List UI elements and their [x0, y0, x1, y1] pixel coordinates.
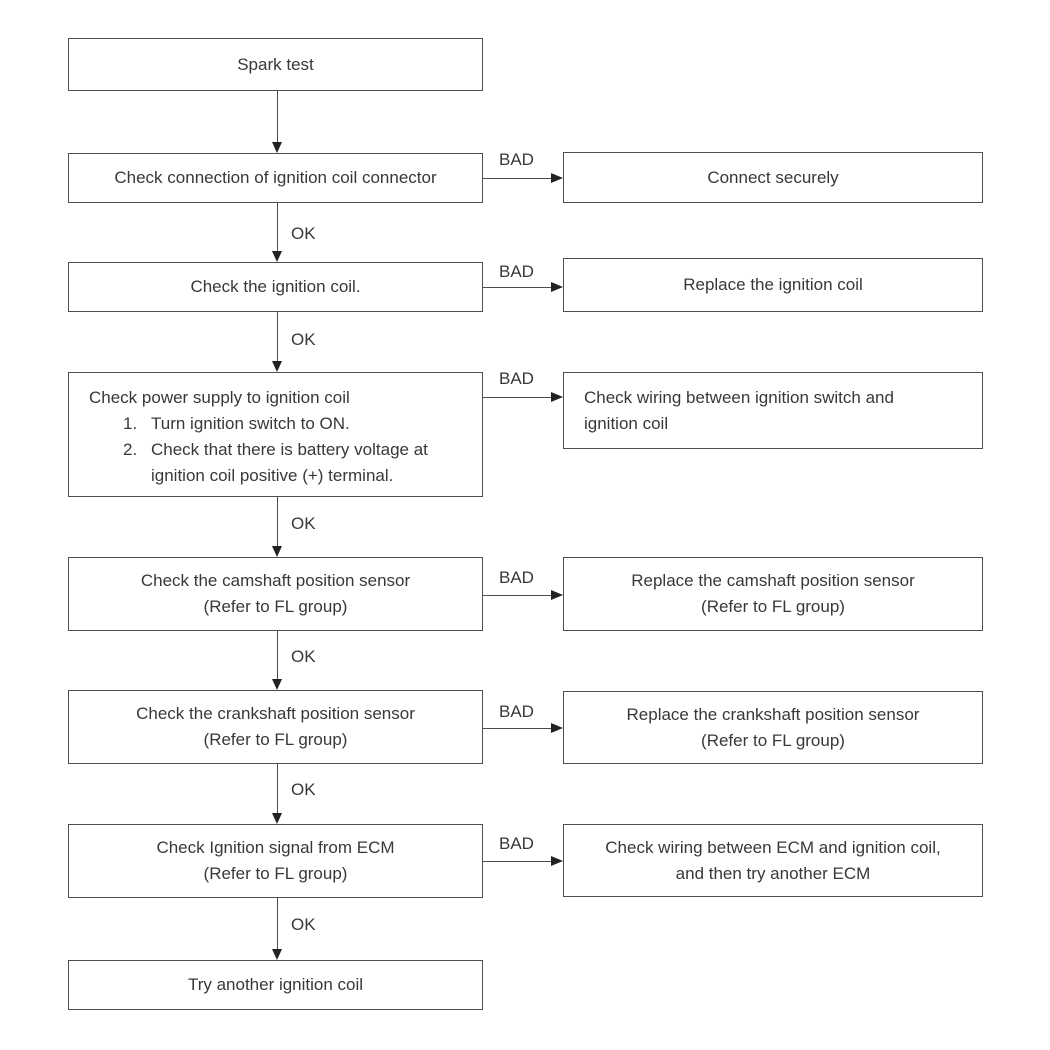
arrow-down-7 — [277, 898, 279, 949]
node-check-power-title: Check power supply to ignition coil — [89, 388, 350, 407]
node-check-ecm-signal-line1: Check Ignition signal from ECM — [156, 838, 395, 857]
arrow-down-3 — [277, 312, 279, 361]
bad-label-5: BAD — [499, 702, 534, 721]
node-replace-crankshaft-line1: Replace the crankshaft position sensor — [626, 704, 920, 724]
node-spark-test-label: Spark test — [237, 54, 314, 74]
node-connect-securely-label: Connect securely — [707, 167, 839, 187]
step-1-text: Turn ignition switch to ON. — [151, 414, 350, 433]
node-check-wiring-switch-label: Check wiring between ignition switch and… — [584, 387, 894, 433]
step-1: 1. Turn ignition switch to ON. — [123, 411, 350, 437]
node-check-power-supply: Check power supply to ignition coil 1. T… — [68, 372, 483, 497]
bad-label-1: BAD — [499, 150, 534, 169]
arrowhead-right-5-icon — [551, 723, 563, 733]
arrowhead-down-2-icon — [272, 251, 282, 262]
node-connect-securely: Connect securely — [563, 152, 983, 203]
node-replace-crankshaft: Replace the crankshaft position sensor (… — [563, 691, 983, 764]
node-check-camshaft: Check the camshaft position sensor (Refe… — [68, 557, 483, 631]
arrowhead-down-1-icon — [272, 142, 282, 153]
bad-arrow-1 — [483, 178, 552, 180]
bad-arrow-2 — [483, 287, 552, 289]
node-replace-camshaft-line2: (Refer to FL group) — [701, 597, 845, 616]
arrow-down-4 — [277, 497, 279, 546]
arrowhead-right-2-icon — [551, 282, 563, 292]
bad-arrow-3 — [483, 397, 552, 399]
node-spark-test: Spark test — [68, 38, 483, 91]
step-2: 2. Check that there is battery voltage a… — [123, 437, 477, 489]
node-check-camshaft-line1: Check the camshaft position sensor — [140, 571, 411, 590]
node-check-wiring-switch: Check wiring between ignition switch and… — [563, 372, 983, 449]
node-check-connector-label: Check connection of ignition coil connec… — [114, 168, 437, 187]
node-check-camshaft-line2: (Refer to FL group) — [203, 597, 348, 616]
node-replace-crankshaft-line2: (Refer to FL group) — [701, 730, 845, 750]
node-check-connector: Check connection of ignition coil connec… — [68, 153, 483, 203]
node-check-coil: Check the ignition coil. — [68, 262, 483, 312]
bad-label-6: BAD — [499, 834, 534, 853]
bad-label-4: BAD — [499, 568, 534, 587]
bad-arrow-4 — [483, 595, 552, 597]
step-1-number: 1. — [123, 414, 138, 433]
arrow-down-5 — [277, 631, 279, 679]
step-2-text: Check that there is battery voltage at i… — [151, 440, 428, 485]
arrowhead-down-3-icon — [272, 361, 282, 372]
arrowhead-right-6-icon — [551, 856, 563, 866]
node-check-wiring-ecm-line1: Check wiring between ECM and ignition co… — [605, 837, 941, 857]
bad-label-2: BAD — [499, 262, 534, 281]
ok-label-5: OK — [291, 780, 316, 799]
node-replace-camshaft: Replace the camshaft position sensor (Re… — [563, 557, 983, 631]
ok-label-6: OK — [291, 915, 316, 934]
ok-label-4: OK — [291, 647, 316, 666]
node-check-wiring-ecm-line2: and then try another ECM — [675, 863, 871, 883]
bad-arrow-6 — [483, 861, 552, 863]
ok-label-2: OK — [291, 330, 316, 349]
node-check-coil-label: Check the ignition coil. — [190, 277, 361, 296]
node-replace-camshaft-line1: Replace the camshaft position sensor — [631, 571, 915, 590]
bad-label-3: BAD — [499, 369, 534, 388]
arrowhead-down-6-icon — [272, 813, 282, 824]
node-try-another-coil-label: Try another ignition coil — [187, 975, 364, 994]
arrowhead-down-4-icon — [272, 546, 282, 557]
arrow-down-2 — [277, 203, 279, 252]
ok-label-3: OK — [291, 514, 316, 533]
arrowhead-right-1-icon — [551, 173, 563, 183]
arrowhead-down-7-icon — [272, 949, 282, 960]
arrowhead-right-3-icon — [551, 392, 563, 402]
bad-arrow-5 — [483, 728, 552, 730]
node-check-wiring-ecm: Check wiring between ECM and ignition co… — [563, 824, 983, 897]
node-check-ecm-signal: Check Ignition signal from ECM (Refer to… — [68, 824, 483, 898]
ok-label-1: OK — [291, 224, 316, 243]
node-check-crankshaft: Check the crankshaft position sensor (Re… — [68, 690, 483, 764]
arrowhead-down-5-icon — [272, 679, 282, 690]
step-2-number: 2. — [123, 440, 138, 459]
node-try-another-coil: Try another ignition coil — [68, 960, 483, 1010]
node-check-crankshaft-line1: Check the crankshaft position sensor — [136, 704, 415, 723]
node-check-ecm-signal-line2: (Refer to FL group) — [203, 864, 348, 883]
arrow-down-6 — [277, 764, 279, 813]
node-check-crankshaft-line2: (Refer to FL group) — [203, 730, 348, 749]
node-replace-coil: Replace the ignition coil — [563, 258, 983, 312]
arrow-down-1 — [277, 91, 279, 143]
arrowhead-right-4-icon — [551, 590, 563, 600]
node-replace-coil-label: Replace the ignition coil — [683, 275, 863, 294]
